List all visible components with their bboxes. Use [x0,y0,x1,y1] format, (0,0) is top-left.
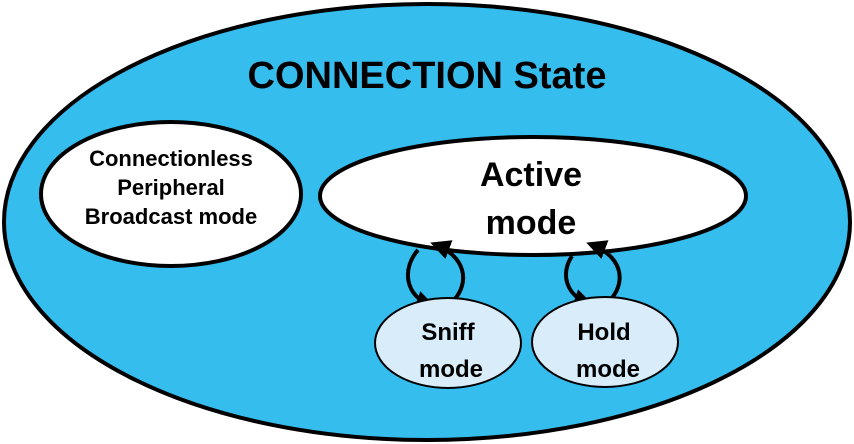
cpb-mode-label-line1: Connectionless [89,146,253,171]
connection-state-title: CONNECTION State [248,55,607,97]
hold-mode-label-line2: mode [576,356,640,383]
active-mode-label-line1: Active [480,156,582,194]
cpb-mode-label-line2: Peripheral [117,175,225,200]
hold-mode-state [531,296,679,388]
sniff-to-active-arrow [430,240,466,302]
hold-to-active-arrow [586,240,622,300]
active-mode-state [318,135,748,257]
active-mode-label-line2: mode [486,204,577,242]
cpb-mode-label-line3: Broadcast mode [85,204,257,229]
sniff-mode-state [374,297,522,389]
sniff-mode-label-line2: mode [419,356,483,383]
sniff-mode-label-line1: Sniff [421,319,475,346]
cpb-mode-state [39,120,303,268]
hold-mode-label-line1: Hold [577,319,630,346]
